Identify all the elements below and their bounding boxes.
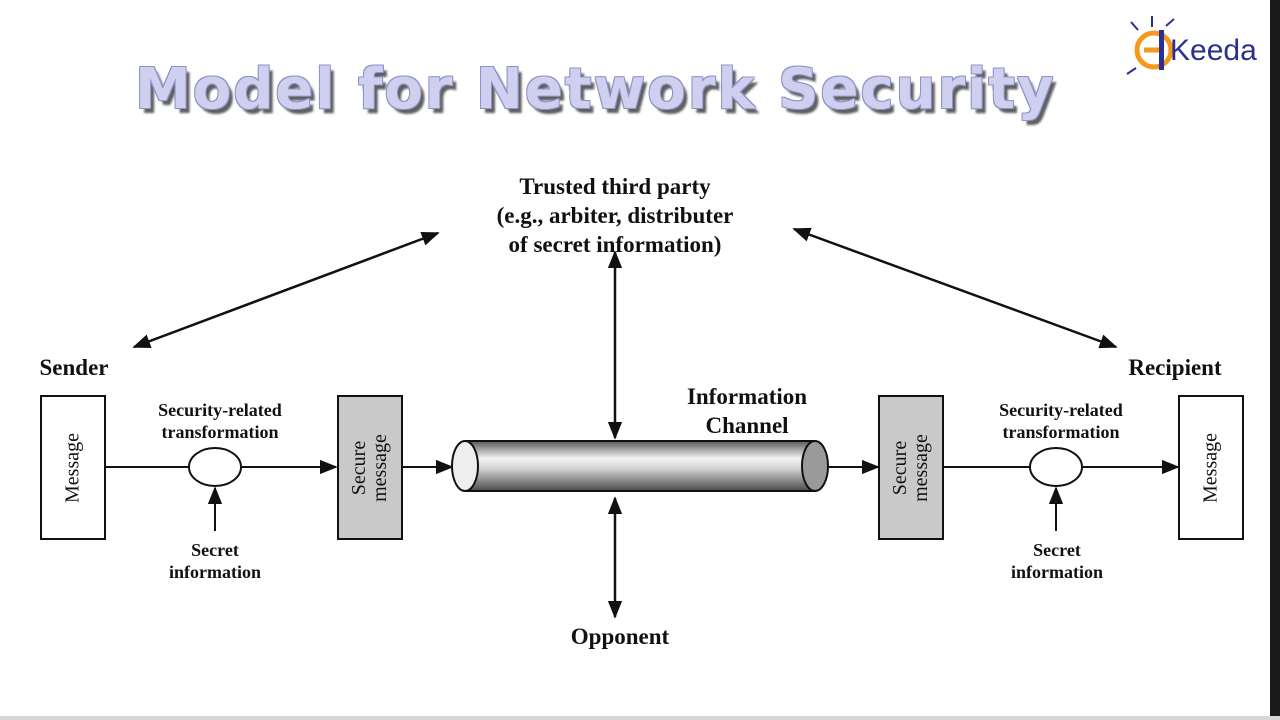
recipient-to-trusted-arrow <box>792 227 1118 349</box>
right-edge-bar <box>1270 0 1280 720</box>
slide-title: Model for Network Security <box>135 57 1056 122</box>
recipient-transformation-label: Security-related transformation <box>999 400 1123 442</box>
sender-message-box: Message <box>40 395 106 540</box>
trusted-third-party-line1: Trusted third party <box>519 174 711 199</box>
sender-transformation-label: Security-related transformation <box>158 400 282 442</box>
sender-to-trusted-arrow <box>132 231 440 349</box>
recipient-secure-message-text: Secure message <box>889 433 932 502</box>
sender-secret-label: Secret information <box>169 540 261 582</box>
sender-secure-message-text: Secure message <box>348 433 391 502</box>
opponent-label: Opponent <box>570 624 670 649</box>
recipient-message-text: Message <box>1199 432 1222 503</box>
sender-secure-message-box: Secure message <box>337 395 403 540</box>
information-channel-label: Information Channel <box>686 384 808 438</box>
recipient-transformation-node <box>1029 447 1083 487</box>
trusted-third-party-label: Trusted third party (e.g., arbiter, dist… <box>440 172 790 259</box>
recipient-message-box: Message <box>1178 395 1244 540</box>
ekeeda-logo-mark-icon <box>1126 16 1175 75</box>
sender-message-text: Message <box>61 432 84 503</box>
recipient-secret-label: Secret information <box>1011 540 1103 582</box>
information-channel-pipe <box>451 440 829 492</box>
logo-text: Keeda <box>1170 34 1257 67</box>
recipient-secure-message-box: Secure message <box>878 395 944 540</box>
bottom-edge-bar <box>0 716 1280 720</box>
sender-label: Sender <box>39 355 109 380</box>
trusted-third-party-line2: (e.g., arbiter, distributer <box>496 203 734 228</box>
sender-transformation-node <box>188 447 242 487</box>
ekeeda-logo: Keeda <box>1122 10 1272 80</box>
recipient-label: Recipient <box>1128 355 1222 380</box>
trusted-third-party-line3: of secret information) <box>508 232 722 257</box>
